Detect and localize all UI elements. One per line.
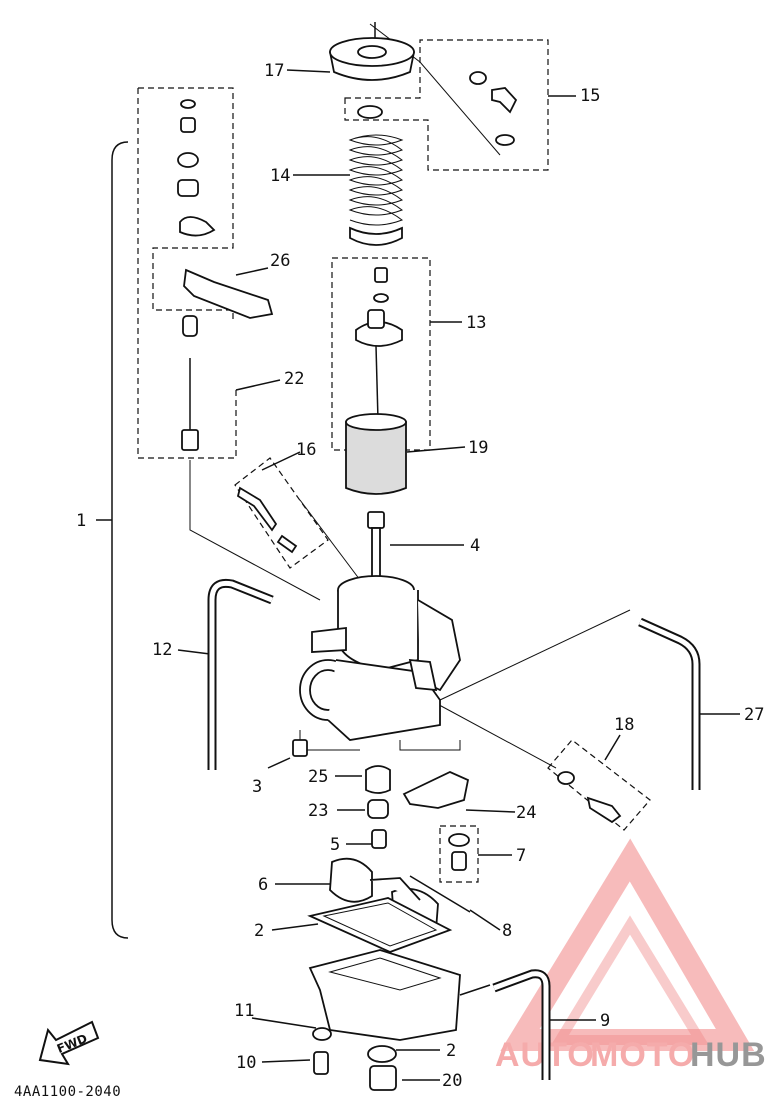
ring-2b (367, 1045, 397, 1063)
callout-13: 13 (466, 313, 486, 333)
callout-23: 23 (308, 801, 328, 821)
hose-27 (638, 617, 701, 790)
screw-3 (292, 739, 308, 757)
callout-3: 3 (252, 777, 262, 797)
washer-23 (367, 799, 389, 819)
callout-4: 4 (470, 536, 480, 556)
callout-17: 17 (264, 61, 284, 81)
hose-9 (492, 969, 551, 1080)
callout-5: 5 (330, 835, 340, 855)
slide-19 (345, 413, 407, 495)
washer-11 (312, 1027, 332, 1041)
pin-8 (409, 875, 471, 913)
callout-6: 6 (258, 875, 268, 895)
callout-9: 9 (600, 1011, 610, 1031)
gasket-2 (307, 897, 453, 953)
jet-5 (371, 829, 387, 849)
spring-14 (348, 134, 404, 246)
callout-7: 7 (516, 846, 526, 866)
screw-10 (313, 1051, 329, 1075)
bracket-item-1 (111, 141, 129, 939)
callout-25: 25 (308, 767, 328, 787)
plate-24 (402, 771, 470, 809)
callout-19: 19 (468, 438, 488, 458)
callout-27: 27 (744, 705, 764, 725)
starter-4 (367, 511, 385, 583)
callout-18: 18 (614, 715, 634, 735)
callout-10: 10 (236, 1053, 256, 1073)
callout-12: 12 (152, 640, 172, 660)
callout-1: 1 (76, 511, 86, 531)
part-code: 4AA1100-2040 (14, 1084, 121, 1100)
jet-25 (365, 765, 391, 794)
hose-12 (207, 578, 274, 770)
carburetor-body (299, 575, 461, 741)
callout-22: 22 (284, 369, 304, 389)
dashed-groups (137, 39, 651, 883)
callout-8: 8 (502, 921, 512, 941)
callout-26: 26 (270, 251, 290, 271)
callout-2-ring: 2 (446, 1041, 456, 1061)
float-bowl (308, 949, 461, 1041)
jet-parts-stack (177, 99, 216, 237)
cap-17 (328, 37, 416, 81)
plug-20 (369, 1065, 397, 1091)
fittings-15 (469, 71, 518, 146)
fwd-arrow-icon: FWD (38, 1020, 100, 1066)
watermark-hub: HUB (690, 1036, 767, 1074)
screw-18 (557, 771, 622, 824)
callout-2-gasket: 2 (254, 921, 264, 941)
callout-20: 20 (442, 1071, 462, 1091)
callout-14: 14 (270, 166, 290, 186)
callout-11: 11 (234, 1001, 254, 1021)
watermark-logo: AUTO MOTO HUB (495, 838, 767, 1074)
leader-lines (177, 22, 740, 1081)
watermark-moto: MOTO (590, 1036, 695, 1074)
callout-labels: 17 15 14 26 13 22 16 19 1 4 12 27 18 3 2… (76, 61, 764, 1091)
callout-16: 16 (296, 440, 316, 460)
callout-15: 15 (580, 86, 600, 106)
needle-22 (181, 315, 199, 451)
valve-7 (448, 833, 470, 871)
needle-clip-13 (355, 267, 403, 421)
plate-26 (183, 268, 274, 319)
pilot-screw-16 (236, 486, 298, 554)
callout-24: 24 (516, 803, 536, 823)
ring-under-cap (357, 105, 383, 119)
